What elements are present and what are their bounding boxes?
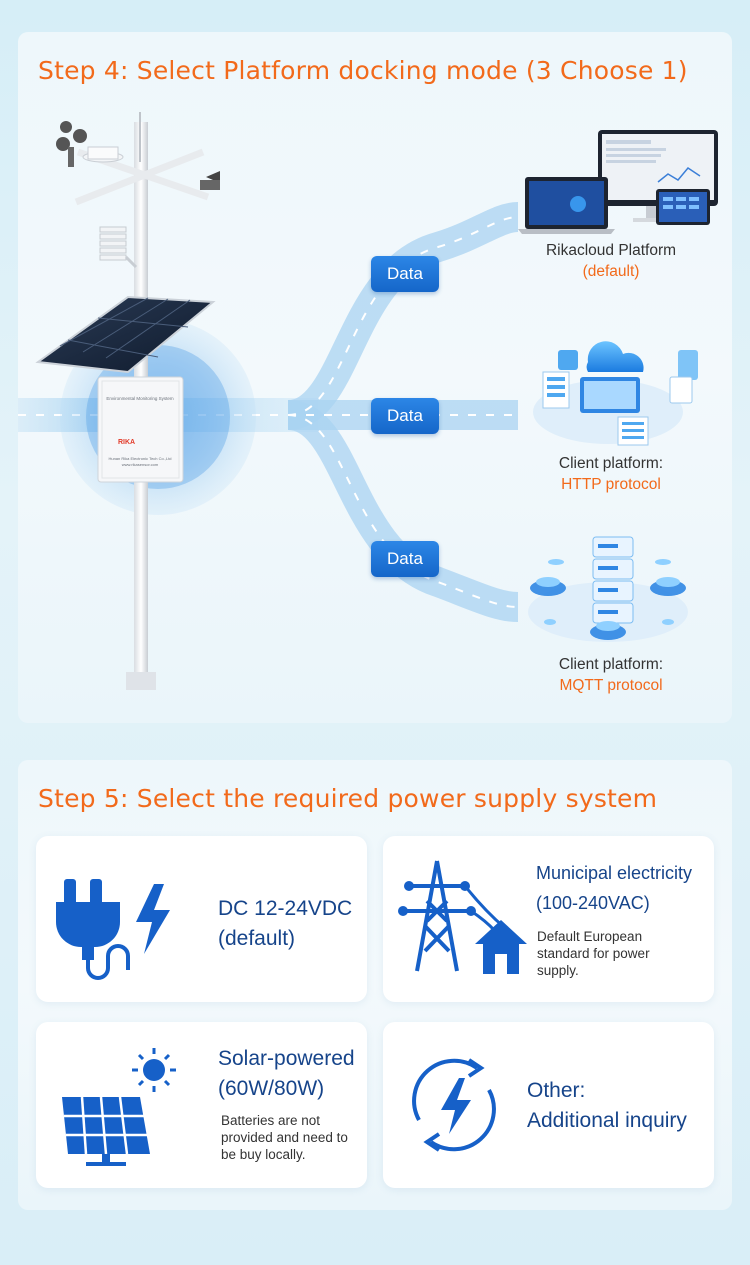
svg-text:Hunan Rika Electronic Tech Co.: Hunan Rika Electronic Tech Co.,Ltd xyxy=(108,456,171,461)
flow-branch-bottom xyxy=(286,400,519,622)
step5-title: Step 5: Select the required power supply… xyxy=(38,784,658,813)
dc-title: DC 12-24VDC (default) xyxy=(218,894,352,954)
svg-text:RIKA: RIKA xyxy=(118,439,135,446)
municipal-title: Municipal electricity (100-240VAC) xyxy=(536,858,692,918)
dc-title-line1: DC 12-24VDC xyxy=(218,897,353,920)
other-title-line1: Other: xyxy=(527,1079,586,1102)
mqtt-platform-name: Client platform: xyxy=(558,656,664,673)
weather-station-image: Environmental Monitoring System RIKA Hun… xyxy=(35,112,220,690)
http-platform-name: Client platform: xyxy=(558,455,664,472)
rikacloud-label: Rikacloud Platform (default) xyxy=(511,240,711,282)
solar-panel-sun-icon xyxy=(62,1048,176,1166)
http-platform-image xyxy=(533,341,698,446)
municipal-title-line2: (100-240VAC) xyxy=(536,893,650,913)
other-title: Other: Additional inquiry xyxy=(527,1076,687,1136)
power-option-other: Other: Additional inquiry xyxy=(383,1022,714,1188)
step4-card: Step 4: Select Platform docking mode (3 … xyxy=(18,32,732,723)
solar-title: Solar-powered (60W/80W) xyxy=(218,1044,355,1104)
municipal-note: Default European standard for power supp… xyxy=(537,929,650,978)
solar-title-line2: (60W/80W) xyxy=(218,1077,325,1100)
platform-diagram: Environmental Monitoring System RIKA Hun… xyxy=(18,112,718,690)
http-platform-label: Client platform: HTTP protocol xyxy=(511,453,711,495)
mqtt-platform-label: Client platform: MQTT protocol xyxy=(511,654,711,696)
solar-note: Batteries are not provided and need to b… xyxy=(221,1113,348,1162)
power-tower-house-icon xyxy=(398,860,527,974)
step4-title: Step 4: Select Platform docking mode (3 … xyxy=(38,56,688,85)
rikacloud-name: Rikacloud Platform xyxy=(545,242,677,259)
http-platform-detail: HTTP protocol xyxy=(561,476,661,493)
svg-text:www.rikasensor.com: www.rikasensor.com xyxy=(122,462,159,467)
flow-branch-top xyxy=(286,202,520,430)
data-pill-top: Data xyxy=(371,256,439,292)
power-option-dc: DC 12-24VDC (default) xyxy=(36,836,367,1002)
mqtt-platform-image xyxy=(528,536,688,642)
dc-plug-icon xyxy=(56,879,170,980)
data-pill-middle: Data xyxy=(371,398,439,434)
solar-title-line1: Solar-powered xyxy=(218,1047,355,1070)
svg-text:Environmental Monitoring Syste: Environmental Monitoring System xyxy=(106,396,174,401)
dc-title-line2: (default) xyxy=(218,927,296,950)
rikacloud-devices-image xyxy=(518,130,718,234)
renewable-energy-icon xyxy=(412,1058,496,1152)
rikacloud-detail: (default) xyxy=(582,263,640,280)
data-pill-bottom: Data xyxy=(371,541,439,577)
other-title-line2: Additional inquiry xyxy=(527,1109,687,1132)
mqtt-platform-detail: MQTT protocol xyxy=(559,677,663,694)
power-option-municipal: Municipal electricity (100-240VAC) Defau… xyxy=(383,836,714,1002)
step5-card: Step 5: Select the required power supply… xyxy=(18,760,732,1210)
municipal-title-line1: Municipal electricity xyxy=(536,863,693,883)
power-option-solar: Solar-powered (60W/80W) Batteries are no… xyxy=(36,1022,367,1188)
